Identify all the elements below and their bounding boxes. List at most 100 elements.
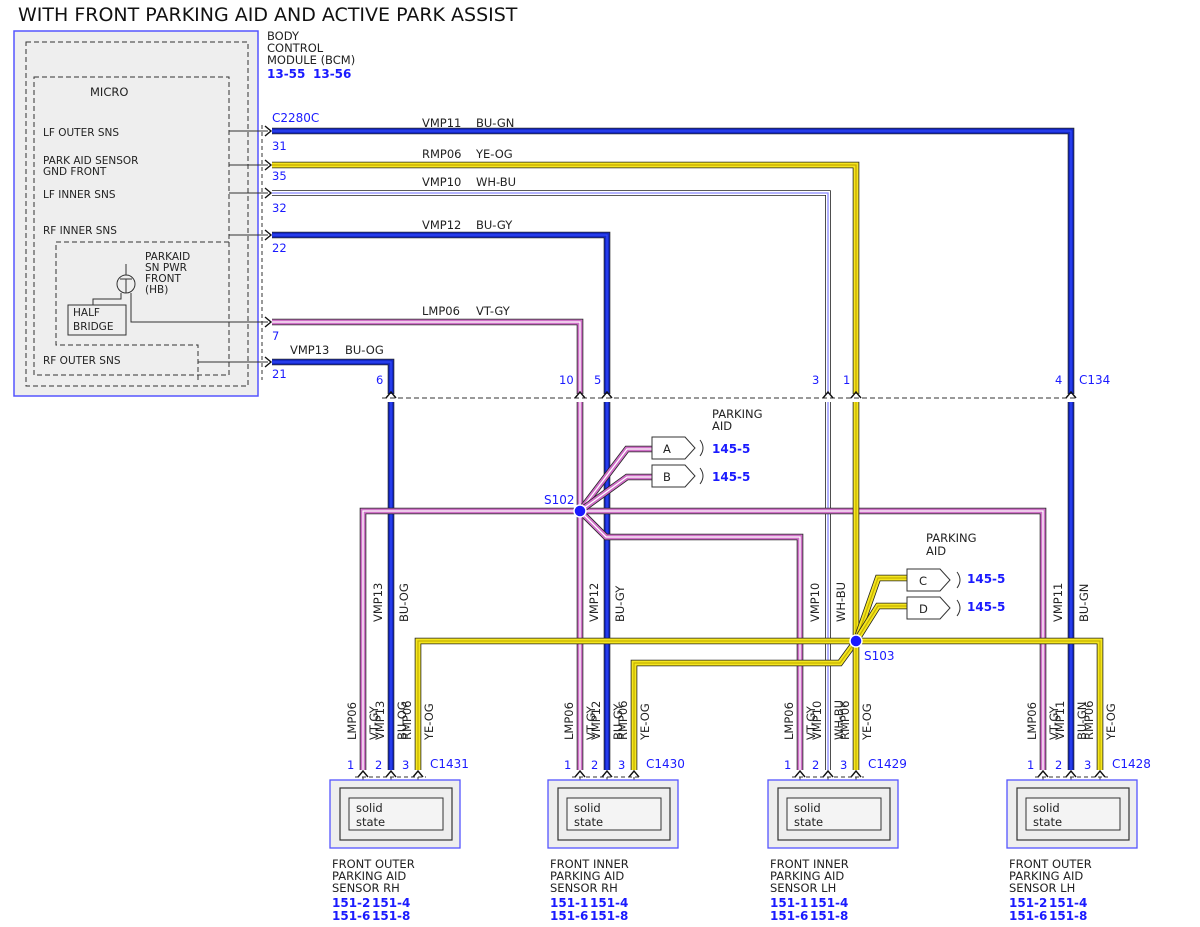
branch-a-ref[interactable]: 145-5: [712, 442, 750, 456]
sensor-name-line: PARKING AID: [770, 869, 844, 883]
s103-section-line2: AID: [926, 544, 946, 558]
c134-pin-1: 1: [843, 373, 850, 387]
s102-section-line2: AID: [712, 419, 732, 433]
sensor-pin-number: 1: [784, 758, 791, 772]
wire-label-vmp12: VMP12: [422, 218, 461, 232]
sensor-pin-number: 1: [1027, 758, 1034, 772]
splice-dots: [573, 504, 863, 648]
sensor-wire-color: VT-GY: [584, 705, 598, 740]
sensor-name-line: PARKING AID: [1009, 869, 1083, 883]
solid-state-line2: state: [356, 815, 385, 829]
sensor-ref: 151-1: [770, 896, 808, 910]
sensor-pin-number: 2: [1055, 758, 1062, 772]
solid-state-line2: state: [794, 815, 823, 829]
sensor-pin-arrow: [822, 769, 834, 778]
sensor-ref: 151-4: [1049, 896, 1087, 910]
sensor-name-line: FRONT INNER: [770, 857, 849, 871]
signal-park-aid-gnd-line1: PARK AID SENSOR: [43, 155, 138, 167]
bcm-ref-1[interactable]: 13-55: [267, 67, 305, 81]
sensor-wire-circuit: LMP06: [562, 702, 576, 740]
half-bridge-line2: BRIDGE: [73, 321, 113, 333]
sensor-pin-arrow: [601, 769, 613, 778]
c134-pin-5: 5: [594, 373, 601, 387]
wire-color-rmp06: YE-OG: [475, 147, 513, 161]
sensor-wire-circuit: VMP13: [373, 701, 387, 740]
sensor-ref: 151-4: [810, 896, 848, 910]
parkaid-line3: FRONT: [145, 273, 181, 285]
c134-pin-4: 4: [1055, 373, 1062, 387]
micro-label: MICRO: [90, 85, 128, 99]
wire-vmp11: [272, 127, 1075, 394]
sensor-name-line: PARKING AID: [332, 869, 406, 883]
sensor-wire-color: YE-OG: [1104, 703, 1118, 741]
sensor-pin-number: 3: [840, 758, 847, 772]
bcm-pin-31: 31: [272, 139, 287, 153]
solid-state-line2: state: [574, 815, 603, 829]
s103-branches: C D PARKING AID 145-5 145-5: [906, 531, 1005, 620]
wire-color-vmp12: BU-GY: [476, 218, 513, 232]
bcm-ref-2[interactable]: 13-56: [313, 67, 351, 81]
branch-c-ref[interactable]: 145-5: [967, 572, 1005, 586]
vlabel-mid-circuit-0: VMP13: [371, 583, 385, 622]
wire-s103-d: [853, 602, 907, 643]
parkaid-line2: SN PWR: [145, 262, 187, 274]
wire-label-vmp13: VMP13: [290, 343, 329, 357]
sensor-name-line: SENSOR LH: [770, 881, 836, 895]
sensor-ref: 151-4: [590, 896, 628, 910]
wire-lmp06-c1429: [577, 508, 804, 770]
branch-b-ref[interactable]: 145-5: [712, 470, 750, 484]
c134-pin-6: 6: [376, 373, 383, 387]
wire-color-vmp13: BU-OG: [345, 343, 384, 357]
wire-label-vmp11: VMP11: [422, 116, 461, 130]
branch-a-label: A: [663, 442, 671, 456]
sensor-ref: 151-8: [372, 909, 410, 923]
sensor-pin-number: 1: [564, 758, 571, 772]
wire-rmp06-c1428: [856, 637, 1104, 770]
bcm-name-line3: MODULE (BCM): [267, 53, 355, 67]
bcm-module: MICRO LF OUTER SNS PARK AID SENSOR GND F…: [13, 30, 268, 397]
sensor-ref: 151-2: [1009, 896, 1047, 910]
splice-s103-label: S103: [864, 649, 895, 663]
splice-s103-dot: [849, 634, 863, 648]
sensor-ref: 151-8: [1049, 909, 1087, 923]
sensor-ref: 151-1: [550, 896, 588, 910]
sensor-connector-label: C1430: [646, 757, 685, 771]
bcm-pin-35: 35: [272, 169, 287, 183]
sensor-wire-color: YE-OG: [638, 703, 652, 741]
half-bridge-line1: HALF: [73, 307, 100, 319]
sensor-pin-arrow: [357, 769, 369, 778]
wire-lmp06: [272, 318, 584, 394]
sensor-connector-label: C1428: [1112, 757, 1151, 771]
wire-color-vmp11: BU-GN: [476, 116, 514, 130]
bcm-pin-arrows: [264, 125, 273, 368]
signal-lf-inner-sns: LF INNER SNS: [43, 189, 116, 201]
vlabel-mid-circuit-1: VMP12: [587, 583, 601, 622]
sensor-pin-arrow: [850, 769, 862, 778]
wire-rmp06: [272, 161, 860, 394]
branch-c-label: C: [919, 574, 927, 588]
sensor-wire-circuit: VMP12: [589, 701, 603, 740]
sensor-pin-arrow: [1094, 769, 1106, 778]
signal-rf-outer-sns: RF OUTER SNS: [43, 355, 121, 367]
wire-label-vmp10: VMP10: [422, 175, 461, 189]
vlabel-mid-circuit-3: VMP11: [1051, 583, 1065, 622]
sensor-wire-color: YE-OG: [422, 703, 436, 741]
sensor-wire-color: VT-GY: [804, 705, 818, 740]
bcm-pin-21: 21: [272, 367, 287, 381]
sensor-name-line: SENSOR LH: [1009, 881, 1075, 895]
wire-vmp10: [272, 190, 831, 394]
sensor-pin-number: 2: [812, 758, 819, 772]
sensor-ref: 151-6: [550, 909, 588, 923]
sensor-wire-circuit: VMP11: [1053, 701, 1067, 740]
branch-d-ref[interactable]: 145-5: [967, 600, 1005, 614]
solid-state-line2: state: [1033, 815, 1062, 829]
sensor-ref: 151-6: [770, 909, 808, 923]
sensor-wire-circuit: LMP06: [345, 702, 359, 740]
c134-arrows: [385, 390, 1077, 399]
vlabel-mid-color-1: BU-GY: [613, 585, 627, 622]
solid-state-line1: solid: [1033, 801, 1060, 815]
